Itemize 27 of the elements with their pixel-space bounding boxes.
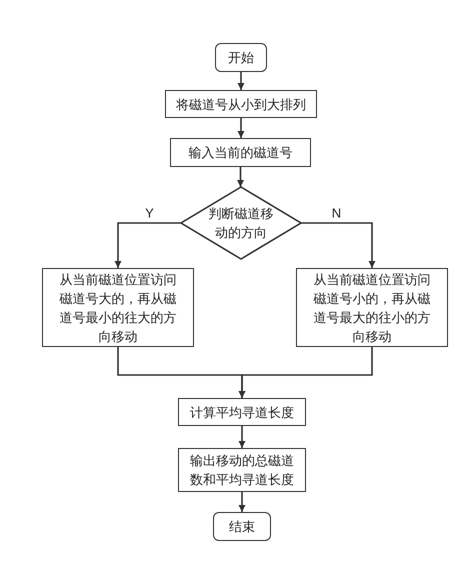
node-text: 计算平均寻道长度 (189, 404, 295, 422)
terminal-box (215, 43, 267, 72)
edge-label: N (330, 206, 344, 220)
process-box (42, 268, 194, 347)
node-text: 将磁道号从小到大排列 (175, 96, 307, 114)
node-text: 判断磁道移动的方向 (208, 205, 274, 242)
node-text: 输出移动的总磁道数和平均寻道长度 (190, 452, 294, 489)
arrow (238, 118, 244, 138)
node-text: 开始 (227, 49, 255, 67)
process-box (170, 138, 311, 167)
edge-label: Y (143, 206, 156, 220)
process-box (178, 398, 306, 426)
node-text: 从当前磁道位置访问磁道号大的，再从磁道号最小的往大的方向移动 (60, 270, 176, 346)
node-text: 从当前磁道位置访问磁道号小的，再从磁道号最大的往小的方向移动 (314, 270, 430, 346)
terminal-box (213, 512, 271, 541)
process-box (296, 268, 448, 347)
process-box (165, 90, 317, 118)
arrow (301, 222, 376, 268)
arrow (238, 347, 373, 398)
arrow (238, 426, 246, 448)
arrow (238, 492, 246, 512)
process-box (178, 448, 306, 492)
arrow (114, 222, 181, 268)
node-text: 输入当前的磁道号 (188, 144, 294, 162)
arrow (237, 167, 244, 187)
arrow (238, 72, 244, 90)
node-text: 结束 (228, 518, 256, 536)
